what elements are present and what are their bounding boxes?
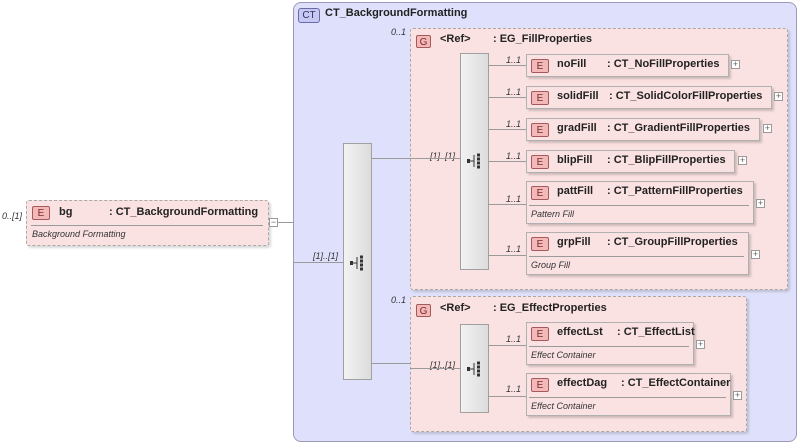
element-multiplicity: 1..1 (506, 244, 522, 254)
expand-icon[interactable]: + (774, 91, 783, 101)
element-icon: E (531, 327, 549, 341)
separator (529, 256, 744, 257)
outer-sequence-compositor[interactable] (343, 143, 372, 380)
expand-icon[interactable]: + (733, 390, 742, 400)
element-name: pattFill (557, 185, 594, 197)
root-multiplicity: 0..[1] (2, 211, 23, 221)
element-icon: E (531, 59, 549, 73)
root-element-name: bg (59, 206, 73, 218)
element-multiplicity: 1..1 (506, 151, 522, 161)
element-name: solidFill (557, 90, 599, 102)
element-type: : CT_GradientFillProperties (607, 122, 751, 134)
effect-sequence-compositor[interactable] (460, 324, 489, 413)
element-multiplicity: 1..1 (506, 119, 522, 129)
element-description: Group Fill (531, 260, 571, 270)
element-gradfill[interactable]: E gradFill : CT_GradientFillProperties (526, 118, 760, 141)
element-icon: E (531, 155, 549, 169)
root-element-type: : CT_BackgroundFormatting (109, 206, 259, 218)
element-description: Effect Container (531, 350, 596, 360)
outer-sequence-multiplicity: [1]..[1] (313, 251, 339, 261)
element-pattfill[interactable]: E pattFill : CT_PatternFillProperties Pa… (526, 181, 754, 224)
connector (489, 396, 526, 397)
element-icon: E (531, 237, 549, 251)
connector (410, 158, 460, 159)
separator (529, 346, 689, 347)
effect-group-multiplicity: 0..1 (391, 295, 407, 305)
expand-icon[interactable]: + (731, 59, 740, 69)
element-multiplicity: 1..1 (506, 334, 522, 344)
connector (278, 222, 293, 223)
root-element-description: Background Formatting (32, 229, 126, 239)
connector (293, 262, 343, 263)
element-name: effectDag (557, 377, 608, 389)
connector (489, 161, 526, 162)
element-type: : CT_NoFillProperties (607, 58, 720, 70)
element-grpfill[interactable]: E grpFill : CT_GroupFillProperties Group… (526, 232, 749, 275)
element-multiplicity: 1..1 (506, 194, 522, 204)
element-description: Effect Container (531, 401, 596, 411)
connector (410, 368, 460, 369)
fill-group-multiplicity: 0..1 (391, 27, 407, 37)
effect-group-ref: <Ref> (440, 302, 471, 314)
connector (372, 158, 410, 159)
sequence-icon (467, 361, 480, 377)
fill-sequence-compositor[interactable] (460, 53, 489, 270)
element-solidfill[interactable]: E solidFill : CT_SolidColorFillPropertie… (526, 86, 772, 109)
group-icon: G (416, 304, 431, 317)
element-effectdag[interactable]: E effectDag : CT_EffectContainer Effect … (526, 373, 731, 416)
effect-group-name: : EG_EffectProperties (493, 302, 607, 314)
element-multiplicity: 1..1 (506, 384, 522, 394)
complex-type-icon: CT (298, 8, 320, 23)
fill-group-ref: <Ref> (440, 33, 471, 45)
connector (372, 363, 410, 364)
element-name: gradFill (557, 122, 597, 134)
sequence-icon (467, 153, 480, 169)
connector (489, 65, 526, 66)
effect-sequence-multiplicity: [1]..[1] (430, 360, 456, 370)
element-name: grpFill (557, 236, 591, 248)
element-type: : CT_EffectList (617, 326, 695, 338)
expand-icon[interactable]: + (696, 339, 705, 349)
element-type: : CT_BlipFillProperties (607, 154, 726, 166)
connector (489, 255, 526, 256)
expand-icon[interactable]: + (751, 249, 760, 259)
element-type: : CT_PatternFillProperties (607, 185, 743, 197)
group-icon: G (416, 35, 431, 48)
root-collapse-icon[interactable]: − (269, 217, 278, 227)
element-name: effectLst (557, 326, 603, 338)
expand-icon[interactable]: + (738, 155, 747, 165)
root-element-bg[interactable]: E bg : CT_BackgroundFormatting Backgroun… (26, 200, 269, 246)
expand-icon[interactable]: + (763, 123, 772, 133)
element-type: : CT_SolidColorFillProperties (609, 90, 763, 102)
sequence-icon (350, 255, 363, 271)
element-multiplicity: 1..1 (506, 55, 522, 65)
element-name: blipFill (557, 154, 593, 166)
fill-group-name: : EG_FillProperties (493, 33, 593, 45)
separator (31, 225, 263, 226)
element-icon: E (531, 91, 549, 105)
element-type: : CT_EffectContainer (621, 377, 731, 389)
element-nofill[interactable]: E noFill : CT_NoFillProperties (526, 54, 729, 77)
element-type: : CT_GroupFillProperties (607, 236, 738, 248)
fill-sequence-multiplicity: [1]..[1] (430, 151, 456, 161)
element-icon: E (531, 123, 549, 137)
separator (529, 397, 726, 398)
connector (489, 129, 526, 130)
connector (489, 97, 526, 98)
connector (489, 345, 526, 346)
element-effectlst[interactable]: E effectLst : CT_EffectList Effect Conta… (526, 322, 695, 365)
element-description: Pattern Fill (531, 209, 575, 219)
complex-type-title: CT_BackgroundFormatting (325, 7, 468, 19)
element-multiplicity: 1..1 (506, 87, 522, 97)
expand-icon[interactable]: + (756, 198, 765, 208)
element-name: noFill (557, 58, 587, 70)
element-icon: E (32, 206, 50, 220)
element-icon: E (531, 186, 549, 200)
connector (489, 204, 526, 205)
element-blipfill[interactable]: E blipFill : CT_BlipFillProperties (526, 150, 735, 173)
element-icon: E (531, 378, 549, 392)
separator (529, 205, 749, 206)
